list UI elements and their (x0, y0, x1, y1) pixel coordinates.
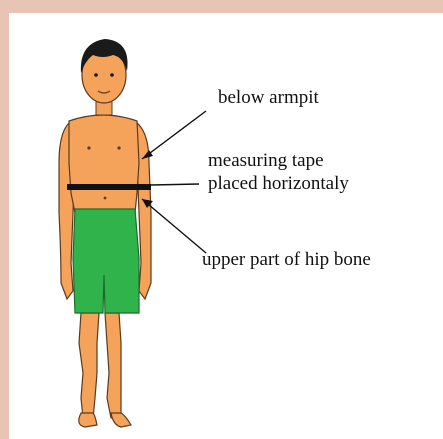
right-foot (111, 413, 131, 427)
label-below-armpit: below armpit (218, 87, 319, 109)
label-hip-bone: upper part of hip bone (202, 249, 371, 271)
eye (94, 73, 98, 77)
left-leg (79, 313, 99, 419)
left-foot (79, 413, 97, 427)
label-placed-horizontally: placed horizontaly (208, 173, 349, 195)
label-measuring-tape: measuring tape (208, 150, 324, 172)
diagram-panel: below armpit measuring tape placed horiz… (9, 13, 443, 439)
shorts (73, 209, 139, 313)
chest-mark (87, 146, 90, 149)
right-leg (105, 313, 121, 419)
navel (104, 197, 107, 200)
tape-pointer (151, 184, 199, 185)
measuring-tape (67, 184, 151, 190)
child-figure (9, 13, 443, 439)
armpit-pointer (142, 111, 206, 159)
eye (110, 73, 114, 77)
chest-mark (117, 146, 120, 149)
